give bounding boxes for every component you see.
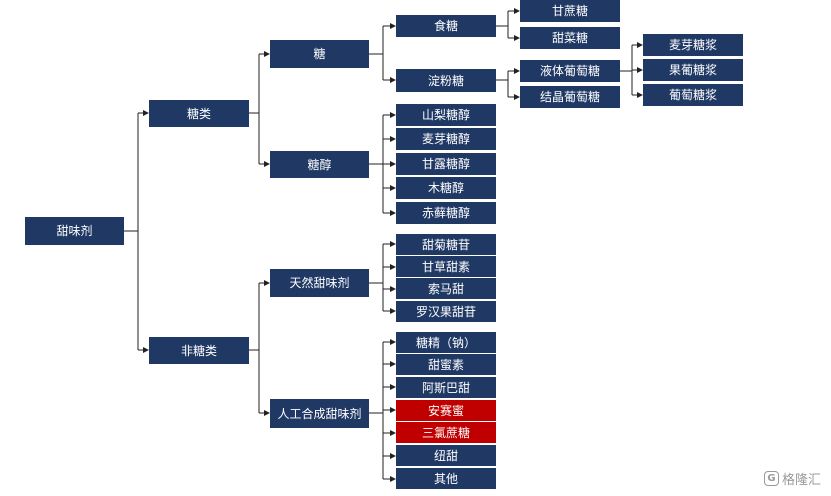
node-sugar-alcohol: 糖醇 <box>270 151 369 178</box>
node-acesulfame: 安赛蜜 <box>396 400 496 421</box>
node-synthetic-sweetener: 人工合成甜味剂 <box>270 399 369 428</box>
node-sweetener: 甜味剂 <box>25 217 124 245</box>
node-mannitol: 甘露糖醇 <box>396 153 496 175</box>
node-sucralose: 三氯蔗糖 <box>396 422 496 443</box>
node-sugar: 糖 <box>270 40 369 68</box>
node-maltitol: 麦芽糖醇 <box>396 128 496 150</box>
node-cyclamate: 甜蜜素 <box>396 354 496 375</box>
node-erythritol: 赤藓糖醇 <box>396 202 496 224</box>
node-beet-sugar: 甜菜糖 <box>520 27 620 49</box>
node-starch-sugar: 淀粉糖 <box>396 69 496 92</box>
node-others: 其他 <box>396 468 496 489</box>
node-saccharin: 糖精（钠） <box>396 332 496 353</box>
node-crystal-glucose: 结晶葡萄糖 <box>520 86 620 108</box>
node-liquid-glucose: 液体葡萄糖 <box>520 60 620 82</box>
watermark: G 格隆汇 <box>763 469 821 488</box>
logo-icon: G <box>763 471 779 486</box>
node-glycyrrhizin: 甘草甜素 <box>396 256 496 277</box>
node-sugars: 糖类 <box>149 100 249 127</box>
node-nonsugars: 非糖类 <box>149 337 249 364</box>
node-sorbitol: 山梨糖醇 <box>396 104 496 126</box>
node-mogroside: 罗汉果甜苷 <box>396 301 496 322</box>
node-neotame: 纽甜 <box>396 445 496 466</box>
node-glucose-syrup: 葡萄糖浆 <box>643 84 743 106</box>
node-aspartame: 阿斯巴甜 <box>396 377 496 398</box>
node-stevioside: 甜菊糖苷 <box>396 234 496 255</box>
node-xylitol: 木糖醇 <box>396 177 496 199</box>
node-natural-sweetener: 天然甜味剂 <box>270 269 369 297</box>
node-maltose-syrup: 麦芽糖浆 <box>643 34 743 56</box>
watermark-text: 格隆汇 <box>781 473 821 488</box>
node-table-sugar: 食糖 <box>396 15 496 37</box>
node-thaumatin: 索马甜 <box>396 278 496 299</box>
node-fructose-syrup: 果葡糖浆 <box>643 59 743 81</box>
node-cane-sugar: 甘蔗糖 <box>520 0 620 22</box>
